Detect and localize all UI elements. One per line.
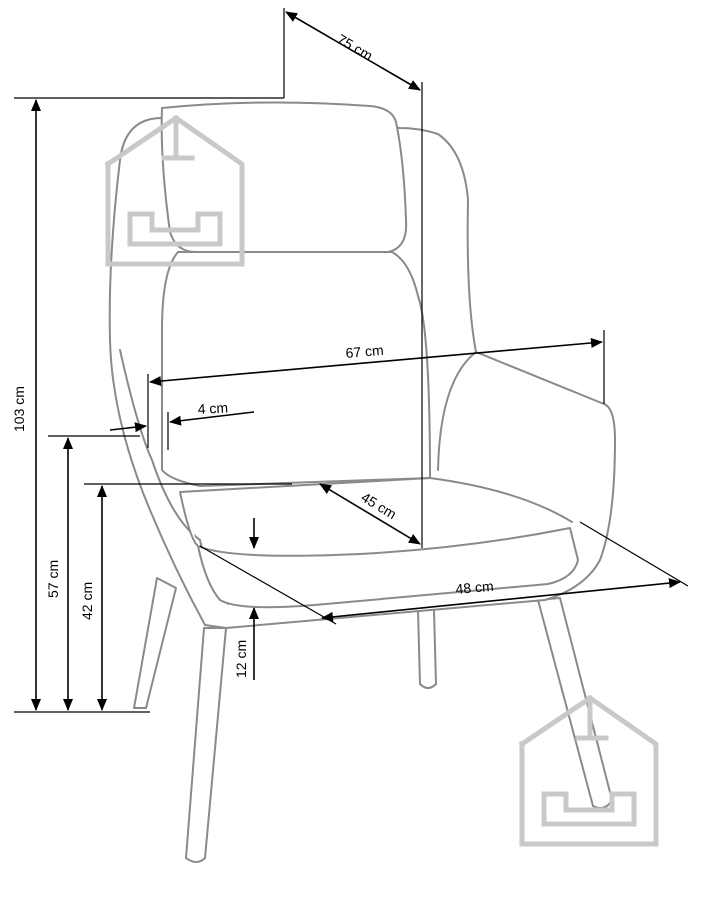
dimension-height-total: 103 cm [11, 97, 284, 713]
house-sofa-watermark-icon [104, 114, 245, 267]
dimension-seat-width: 48 cm [199, 521, 689, 625]
house-sofa-watermark-icon [518, 694, 659, 847]
label-armrest-thickness: 4 cm [197, 399, 228, 417]
dimension-seat-height: 42 cm [79, 483, 292, 711]
label-height-total: 103 cm [11, 386, 27, 432]
chair-headrest [160, 101, 408, 253]
label-width-total: 67 cm [345, 342, 384, 361]
dimension-armrest-height: 57 cm [45, 435, 140, 711]
chair-outline [108, 101, 616, 863]
label-seat-cushion-thickness: 12 cm [233, 640, 249, 678]
chair-leg-back-left [133, 577, 177, 709]
label-seat-width: 48 cm [455, 578, 494, 597]
dimension-armrest-thickness: 4 cm [109, 399, 255, 450]
label-depth-total: 75 cm [335, 31, 376, 64]
chair-leg-back-right [417, 609, 437, 689]
dimension-seat-cushion-thickness: 12 cm [233, 518, 259, 680]
label-seat-height: 42 cm [79, 582, 95, 620]
dimension-width-total: 67 cm [147, 330, 605, 430]
chair-leg-front-left [185, 627, 227, 863]
label-armrest-height: 57 cm [45, 560, 61, 598]
